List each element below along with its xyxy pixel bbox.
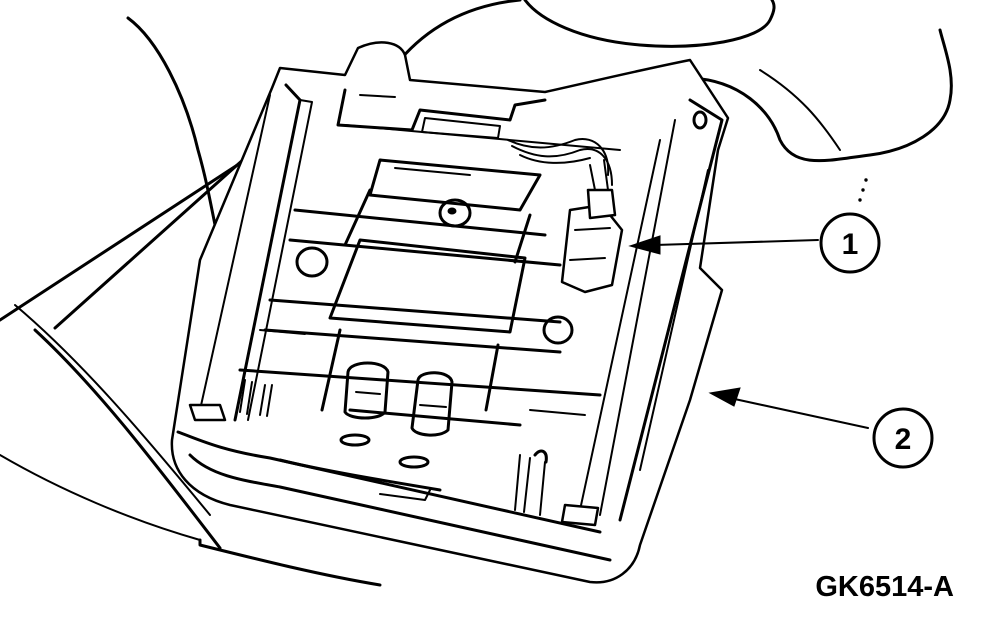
retaining-tabs — [188, 379, 600, 527]
callout-2-arrowhead — [708, 387, 741, 407]
callout-arrows — [628, 235, 869, 429]
callout-1: 1 — [819, 212, 881, 274]
callout-2-label: 2 — [895, 423, 912, 456]
electrical-connector — [560, 159, 624, 294]
callout-2: 2 — [872, 407, 934, 469]
vehicle-interior-background — [0, 0, 953, 587]
lamp-sockets — [339, 361, 454, 469]
callout-1-arrowhead — [628, 235, 661, 255]
callout-1-label: 1 — [842, 228, 859, 261]
mounting-holes — [295, 110, 708, 345]
housing-ribs — [238, 158, 602, 427]
figure-code: GK6514-A — [815, 571, 954, 603]
